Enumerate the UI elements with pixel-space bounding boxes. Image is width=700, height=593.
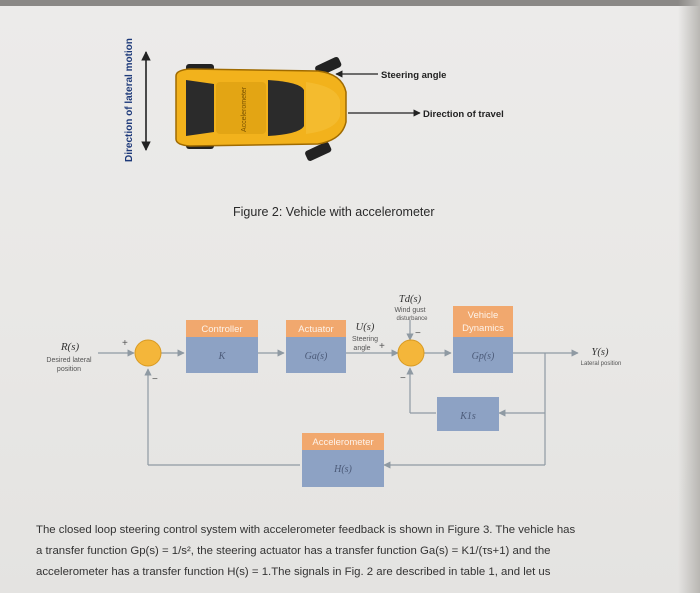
actuator-title: Actuator xyxy=(298,324,333,335)
vehicle-body xyxy=(453,337,513,373)
car-accelerometer-label: Accelerometer xyxy=(241,86,248,132)
u-desc-line1: Steering xyxy=(352,336,378,343)
actuator-body xyxy=(286,337,346,373)
sum2-minus-bottom-sign: − xyxy=(400,373,406,384)
u-desc-line2: angle xyxy=(353,345,370,352)
summing-junction-2 xyxy=(397,339,425,367)
accel-title-bar xyxy=(302,433,384,450)
paragraph-line-2: a transfer function Gp(s) = 1/s², the st… xyxy=(36,545,551,557)
signal-lines xyxy=(98,320,579,469)
td-desc-line2: disturbance xyxy=(396,316,428,322)
vehicle-title-line1: Vehicle xyxy=(468,310,499,321)
vehicle-title-line2: Dynamics xyxy=(462,323,504,334)
controller-tf: K xyxy=(218,351,227,362)
figure-caption: Figure 2: Vehicle with accelerometer xyxy=(233,205,435,219)
sum1-plus-sign: + xyxy=(122,338,128,349)
input-desc-line2: position xyxy=(57,366,81,373)
paragraph-line-1: The closed loop steering control system … xyxy=(36,524,576,536)
steering-angle-label: Steering angle xyxy=(381,70,446,81)
input-symbol: R(s) xyxy=(60,341,80,353)
controller-body xyxy=(186,337,258,373)
output-symbol: Y(s) xyxy=(592,347,609,358)
k1s-block: K1s xyxy=(437,397,499,431)
td-desc-line1: Wind gust xyxy=(394,307,425,314)
vehicle-dynamics-block: Vehicle Dynamics Gp(s) xyxy=(453,306,513,373)
accelerometer-block: Accelerometer H(s) xyxy=(302,433,384,487)
sum1-minus-sign: − xyxy=(152,374,158,385)
vehicle-tf: Gp(s) xyxy=(472,351,495,362)
actuator-block: Actuator Ga(s) xyxy=(286,320,346,373)
k1s-body xyxy=(437,397,499,431)
td-symbol: Td(s) xyxy=(399,294,422,305)
controller-title: Controller xyxy=(201,324,242,335)
lateral-motion-indicator: Direction of lateral motion xyxy=(124,38,151,162)
accel-body xyxy=(302,450,384,487)
vehicle-illustration: Accelerometer xyxy=(175,56,347,161)
input-desc-line1: Desired lateral xyxy=(46,357,92,364)
summing-junction-1 xyxy=(134,339,162,367)
accel-tf: H(s) xyxy=(333,464,352,475)
u-symbol: U(s) xyxy=(356,322,375,333)
controller-title-bar xyxy=(186,320,258,337)
actuator-tf: Ga(s) xyxy=(305,351,328,362)
page-edge-shadow xyxy=(678,0,700,593)
rear-window xyxy=(186,80,214,136)
output-desc: Lateral position xyxy=(581,361,622,367)
sum2-plus-sign: + xyxy=(379,341,385,352)
k1s-tf: K1s xyxy=(459,411,476,422)
sum2-minus-top-sign: − xyxy=(415,328,421,339)
accel-title: Accelerometer xyxy=(312,437,373,448)
car-roof xyxy=(216,82,266,134)
top-shadow-bar xyxy=(0,0,700,6)
actuator-title-bar xyxy=(286,320,346,337)
windshield xyxy=(268,80,304,136)
car-hood xyxy=(306,82,340,134)
travel-direction-label: Direction of travel xyxy=(423,109,504,120)
paragraph-line-3: accelerometer has a transfer function H(… xyxy=(36,566,551,578)
vehicle-title-bar xyxy=(453,306,513,337)
controller-block: Controller K xyxy=(186,320,258,373)
tire-front-bottom xyxy=(305,141,332,161)
lateral-motion-label: Direction of lateral motion xyxy=(124,38,135,162)
